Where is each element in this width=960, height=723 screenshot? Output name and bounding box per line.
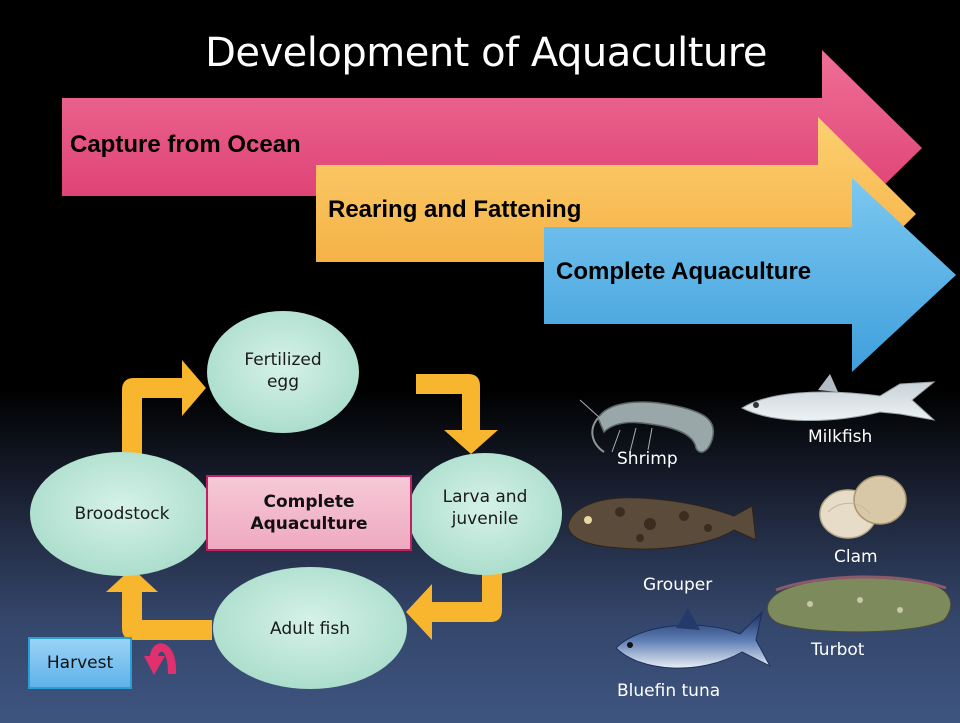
arrow-larva-to-adult — [406, 557, 502, 640]
species-label-clam: Clam — [834, 547, 878, 567]
harvest-box: Harvest — [28, 637, 132, 689]
shrimp-image — [579, 399, 715, 453]
node-label-broodstock: Broodstock — [74, 504, 170, 524]
arrow-broodstock-to-egg — [122, 360, 206, 468]
milkfish-image — [740, 374, 936, 421]
node-larva-juvenile — [408, 453, 562, 575]
species-label-bluefin-tuna: Bluefin tuna — [617, 681, 721, 701]
node-label-adult-fish: Adult fish — [269, 619, 351, 639]
node-adult-fish — [213, 567, 407, 689]
arrow-egg-to-larva — [416, 374, 498, 454]
slide-title: Development of Aquaculture — [205, 30, 767, 76]
bluefin-tuna-image — [615, 608, 772, 669]
species-label-grouper: Grouper — [643, 575, 713, 595]
stage-label-complete: Complete Aquaculture — [556, 258, 812, 285]
clam-image — [819, 475, 907, 539]
stage-arrow-rearing — [316, 117, 916, 311]
species-label-milkfish: Milkfish — [808, 427, 873, 447]
node-label-larva-juvenile: Larva and juvenile — [442, 487, 528, 529]
stage-arrow-capture — [62, 50, 922, 246]
node-label-fertilized-egg: Fertilized egg — [244, 350, 322, 392]
turbot-image — [766, 575, 952, 633]
grouper-image — [567, 497, 757, 550]
center-label: Complete Aquaculture — [250, 492, 368, 534]
harvest-label: Harvest — [46, 653, 114, 673]
node-fertilized-egg — [207, 311, 359, 433]
cycle-arrows — [106, 360, 502, 640]
node-broodstock — [30, 452, 214, 576]
species-label-shrimp: Shrimp — [617, 449, 678, 469]
stage-label-rearing: Rearing and Fattening — [328, 196, 582, 223]
arrow-adult-to-broodstock — [106, 568, 212, 640]
species-label-turbot: Turbot — [811, 640, 865, 660]
stage-arrow-complete — [544, 178, 956, 372]
harvest-arrow — [144, 643, 177, 675]
stage-label-capture: Capture from Ocean — [70, 131, 301, 158]
center-label-box: Complete Aquaculture — [206, 475, 412, 551]
